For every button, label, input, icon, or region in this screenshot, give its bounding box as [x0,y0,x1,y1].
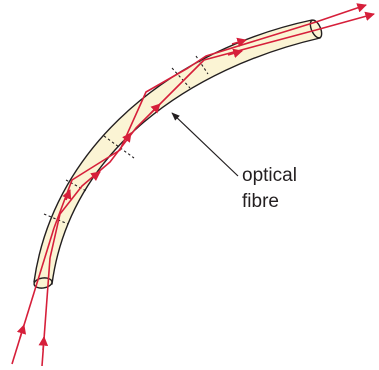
ray-path-2 [50,30,316,258]
fibre-label-line-1: optical [242,165,297,186]
outgoing-ray-upper [316,5,366,22]
optical-fibre [34,20,320,284]
label-leader-line [172,113,238,176]
outgoing-rays [316,5,374,30]
fibre-label: optical fibre [242,165,302,212]
ray-arrowhead [43,337,44,350]
incoming-rays [12,228,54,366]
outgoing-ray-lower [316,14,374,30]
fibre-label-line-2: fibre [242,191,279,212]
ray-arrowhead [20,325,24,338]
